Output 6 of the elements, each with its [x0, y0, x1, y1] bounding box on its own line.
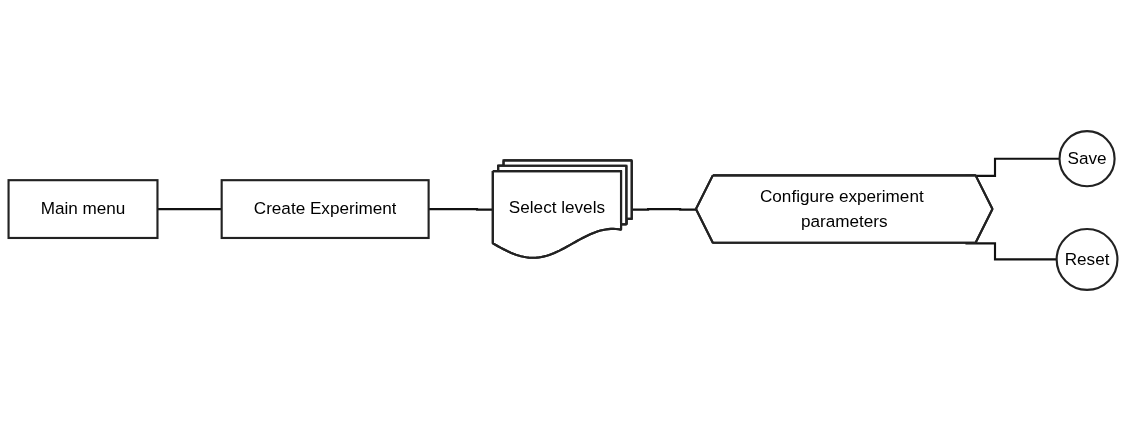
- connector: [632, 208, 697, 211]
- node-circle: Save: [1058, 130, 1116, 188]
- node-circle: Reset: [1055, 228, 1119, 291]
- node-box: Create Experiment: [220, 179, 430, 240]
- connector: [157, 208, 222, 211]
- node-box: Main menu: [7, 179, 159, 240]
